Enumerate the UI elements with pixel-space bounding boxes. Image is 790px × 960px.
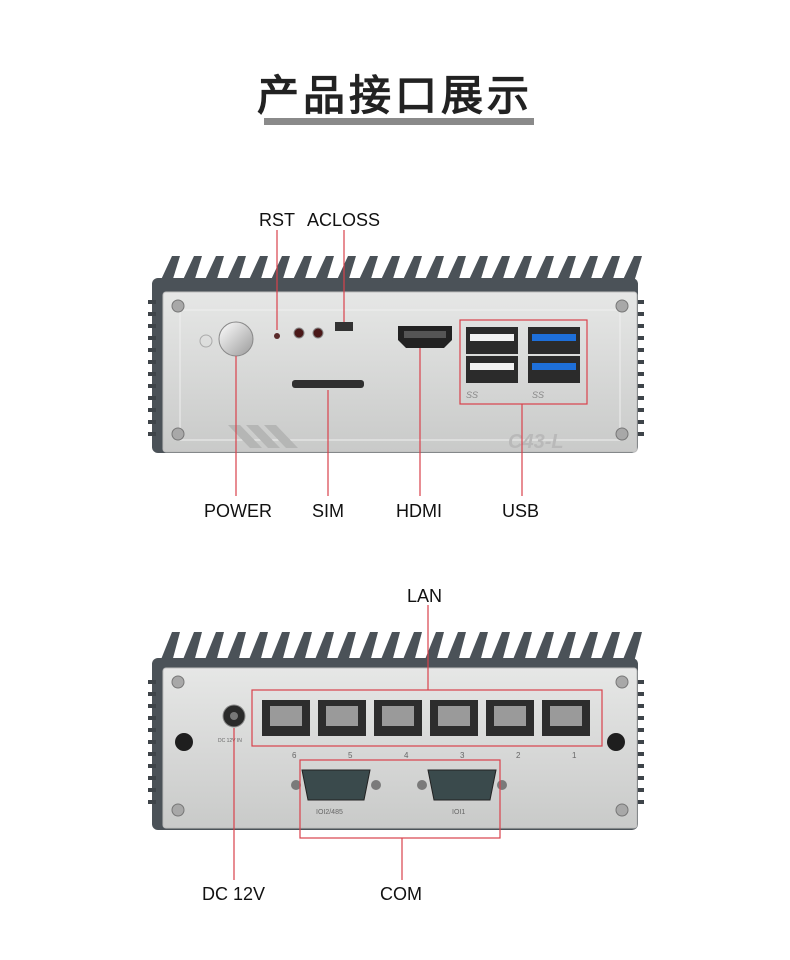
usb-ss-label-1: SS — [466, 390, 478, 400]
rst-hole — [274, 333, 280, 339]
antenna-hole-left — [175, 733, 193, 751]
dc-in-label: DC 12V IN — [218, 738, 242, 744]
usb-callout: USB — [502, 501, 540, 521]
lan-port-number: 5 — [348, 751, 353, 760]
power-symbol-icon — [199, 334, 213, 348]
model-label: C43-L — [508, 431, 564, 453]
title-underline — [264, 118, 534, 125]
front-panel — [162, 291, 638, 453]
usb-ss-label-2: SS — [532, 390, 544, 400]
power-callout: POWER — [204, 501, 273, 521]
sim-slot — [292, 380, 364, 388]
lan-port-number: 6 — [292, 751, 297, 760]
antenna-hole-right — [607, 733, 625, 751]
lan-port-number: 1 — [572, 751, 577, 760]
lan-port-number: 3 — [460, 751, 465, 760]
rst-callout: RST — [259, 210, 295, 230]
sim-callout: SIM — [312, 501, 345, 521]
lan-callout: LAN — [407, 586, 443, 606]
usb-ports — [466, 327, 580, 383]
led-1 — [293, 327, 305, 339]
com-callout: COM — [380, 884, 422, 904]
dc-callout: DC 12V — [202, 884, 266, 904]
led-2 — [312, 327, 324, 339]
page-title: 产品接口展示 — [256, 71, 533, 120]
power-button-graphic — [218, 321, 254, 357]
lan-port-number: 2 — [516, 751, 521, 760]
rear-callout-lines — [233, 605, 603, 880]
hdmi-callout: HDMI — [396, 501, 442, 521]
acloss-switch — [335, 322, 353, 331]
acloss-callout: ACLOSS — [307, 210, 381, 230]
com1-label: IOI1 — [452, 809, 465, 816]
com2-label: IOI2/485 — [316, 809, 343, 816]
lan-port-number: 4 — [404, 751, 409, 760]
front-callout-lines — [235, 230, 588, 496]
